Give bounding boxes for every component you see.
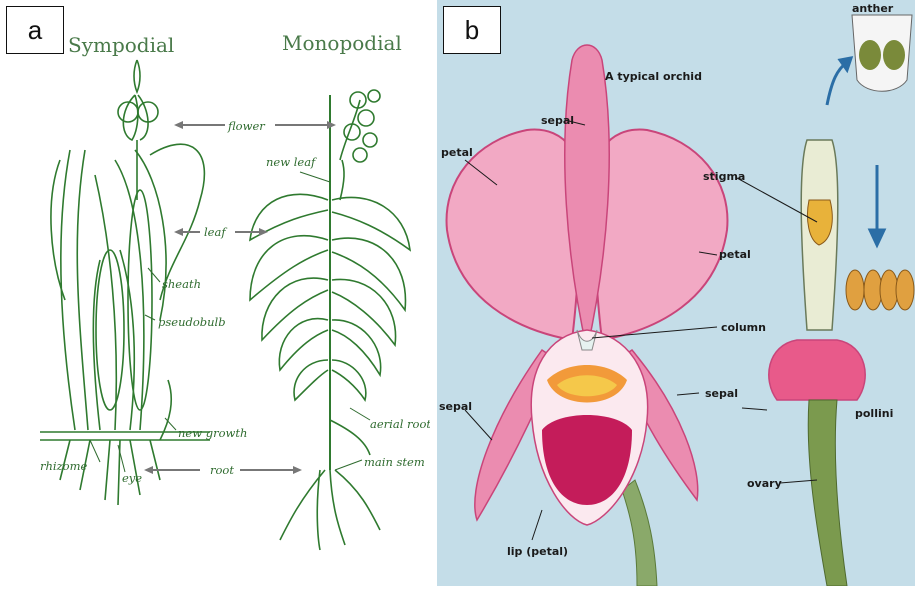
label-petal-right: petal <box>719 248 751 261</box>
title-monopodial: Monopodial <box>282 31 402 55</box>
label-sepal-right: sepal <box>705 387 738 400</box>
label-column: column <box>721 321 766 334</box>
panel-b-tag: b <box>443 6 501 54</box>
label-lip: lip (petal) <box>507 545 568 558</box>
label-main-stem: main stem <box>364 455 425 469</box>
label-sepal-left: sepal <box>439 400 472 413</box>
label-sepal-top: sepal <box>541 114 574 127</box>
petal-right-shape <box>591 130 727 340</box>
panel-b-illustration: A typical orchid sepal petal stigma anth… <box>437 0 915 586</box>
panel-b-typical-orchid: A typical orchid sepal petal stigma anth… <box>437 0 915 586</box>
label-root: root <box>210 463 234 477</box>
label-anther: anther <box>852 2 894 15</box>
panel-a-tag: a <box>6 6 64 54</box>
label-new-growth: new growth <box>178 426 247 440</box>
label-ovary: ovary <box>747 477 782 490</box>
title-sympodial: Sympodial <box>68 33 174 57</box>
sympodial-leaf-outline <box>61 150 75 430</box>
label-pollinia: pollini <box>855 407 893 420</box>
panel-a-illustration: Sympodial Monopodial flower leaf new lea… <box>0 0 430 586</box>
label-eye: eye <box>122 471 142 485</box>
label-new-leaf: new leaf <box>266 155 317 169</box>
label-sheath: sheath <box>162 277 201 291</box>
label-aerial-root: aerial root <box>370 417 430 431</box>
panel-a-sympodial-monopodial: Sympodial Monopodial flower leaf new lea… <box>0 0 430 586</box>
label-pseudobulb: pseudobulb <box>158 315 226 329</box>
label-petal-left: petal <box>441 146 473 159</box>
label-rhizome: rhizome <box>40 459 87 473</box>
label-flower: flower <box>227 119 266 133</box>
title-typical-orchid: A typical orchid <box>605 70 702 83</box>
label-stigma: stigma <box>703 170 745 183</box>
label-leaf: leaf <box>204 225 227 239</box>
